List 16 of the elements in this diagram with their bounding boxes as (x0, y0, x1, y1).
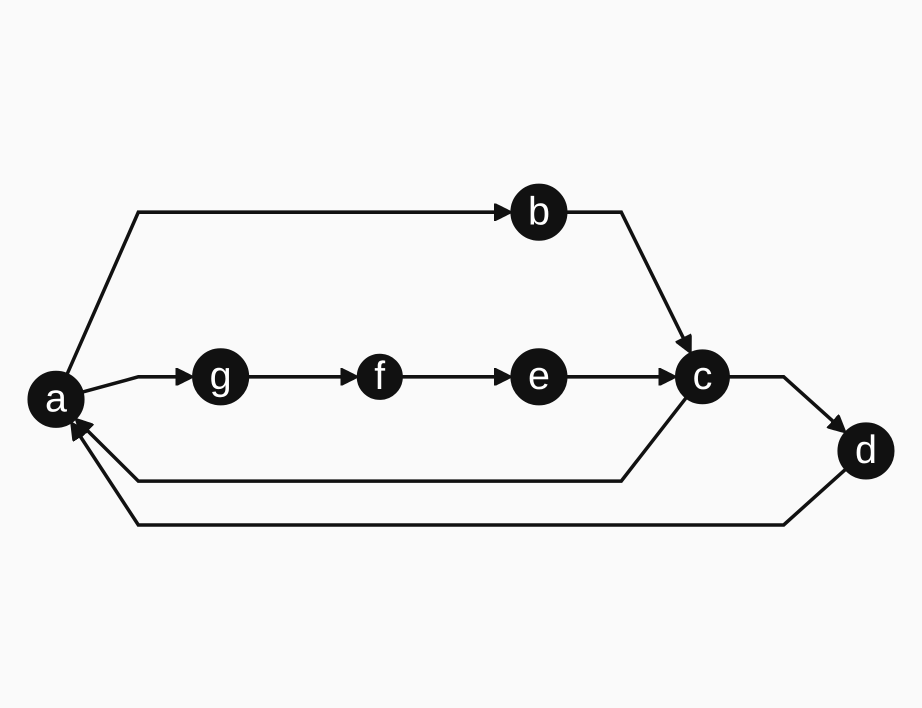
node-circle: a (27, 371, 85, 428)
arrow (74, 396, 688, 484)
node-circle: f (356, 354, 403, 400)
arrow (566, 210, 692, 354)
arrow (65, 202, 512, 376)
arrow (566, 367, 677, 387)
arrow (70, 422, 847, 527)
node-circle: c (675, 350, 730, 404)
arrow (82, 367, 194, 394)
node-circle: b (510, 184, 568, 241)
arrow (402, 367, 512, 387)
node-circle: d (837, 422, 895, 480)
arrow (728, 375, 846, 434)
node-circle: e (510, 348, 568, 406)
arrow (248, 367, 359, 387)
node-circle: g (192, 348, 250, 406)
